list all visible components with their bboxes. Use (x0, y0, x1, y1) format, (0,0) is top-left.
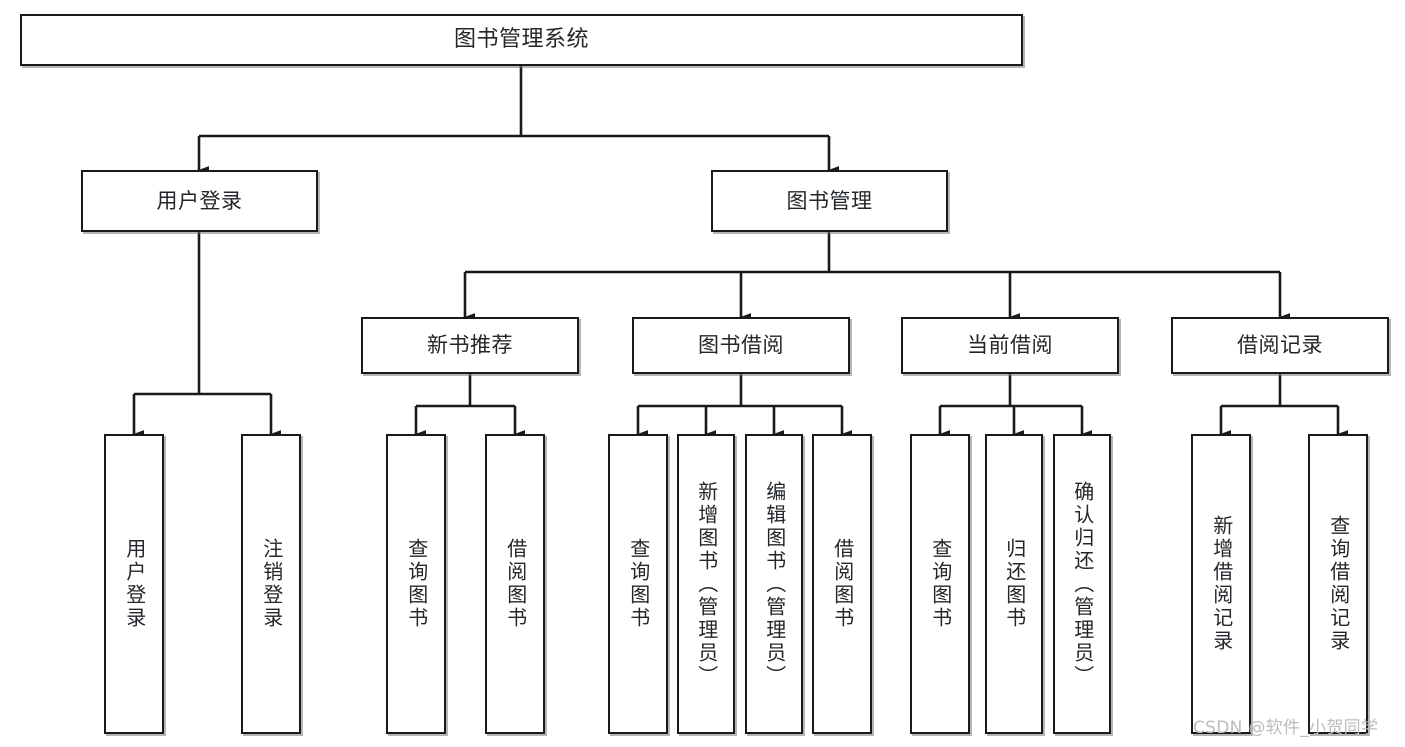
node-leaf-borrow-book-label: 借阅图书 (830, 538, 855, 630)
csdn-watermark: CSDN @软件_小贺同学 (1193, 718, 1379, 738)
node-leaf-query-book: 查询图书 (608, 434, 668, 734)
node-leaf-return-book: 归还图书 (985, 434, 1043, 734)
node-leaf-logout-label: 注销登录 (259, 538, 284, 630)
node-leaf-add-book-admin: 新增图书（管理员） (677, 434, 735, 734)
node-borrow-record-label: 借阅记录 (1237, 333, 1323, 358)
node-leaf-query-book-new-label: 查询图书 (404, 538, 429, 630)
node-leaf-query-book-current-label: 查询图书 (928, 538, 953, 630)
node-leaf-user-login: 用户登录 (104, 434, 164, 734)
node-current-borrow-label: 当前借阅 (967, 333, 1053, 358)
node-book-borrow-label: 图书借阅 (698, 333, 784, 358)
node-new-book-recommend-label: 新书推荐 (427, 333, 513, 358)
node-leaf-query-book-label: 查询图书 (626, 538, 651, 630)
node-leaf-add-book-admin-label: 新增图书（管理员） (694, 480, 719, 688)
node-leaf-query-borrow-record-label: 查询借阅记录 (1326, 515, 1351, 653)
node-leaf-add-borrow-record-label: 新增借阅记录 (1209, 515, 1234, 653)
node-leaf-edit-book-admin-label: 编辑图书（管理员） (762, 480, 787, 688)
connector-lines (132, 66, 1349, 438)
node-leaf-borrow-book: 借阅图书 (812, 434, 872, 734)
node-book-manage-label: 图书管理 (786, 188, 873, 213)
node-new-book-recommend: 新书推荐 (361, 317, 579, 374)
node-user-login: 用户登录 (81, 170, 318, 232)
node-leaf-borrow-book-new-label: 借阅图书 (503, 538, 528, 630)
node-leaf-logout: 注销登录 (241, 434, 301, 734)
node-current-borrow: 当前借阅 (901, 317, 1119, 374)
node-borrow-record: 借阅记录 (1171, 317, 1389, 374)
node-leaf-confirm-return: 确认归还（管理员） (1053, 434, 1111, 734)
node-root-system-label: 图书管理系统 (453, 27, 589, 53)
node-leaf-confirm-return-label: 确认归还（管理员） (1070, 480, 1095, 688)
node-leaf-query-book-current: 查询图书 (910, 434, 970, 734)
node-root-system: 图书管理系统 (20, 14, 1023, 66)
node-leaf-user-login-label: 用户登录 (122, 538, 147, 630)
node-book-manage: 图书管理 (711, 170, 948, 232)
node-leaf-query-borrow-record: 查询借阅记录 (1308, 434, 1368, 734)
node-leaf-edit-book-admin: 编辑图书（管理员） (745, 434, 803, 734)
node-leaf-query-book-new: 查询图书 (386, 434, 446, 734)
node-leaf-add-borrow-record: 新增借阅记录 (1191, 434, 1251, 734)
node-leaf-borrow-book-new: 借阅图书 (485, 434, 545, 734)
node-leaf-return-book-label: 归还图书 (1002, 538, 1027, 630)
node-user-login-label: 用户登录 (156, 188, 243, 213)
node-book-borrow: 图书借阅 (632, 317, 850, 374)
